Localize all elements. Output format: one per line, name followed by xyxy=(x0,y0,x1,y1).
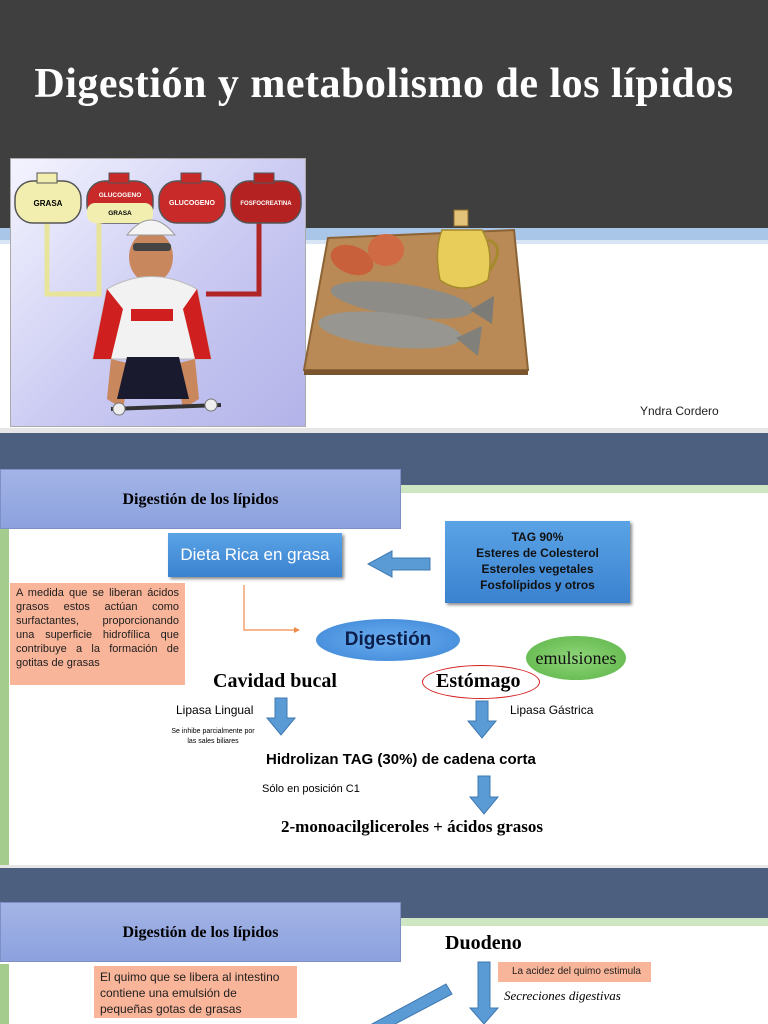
slide-title: Digestión y metabolismo de los lípidos G… xyxy=(0,0,768,428)
slide-separator xyxy=(0,428,768,433)
left-arrow xyxy=(366,550,431,578)
hydrolysis-text: Hidrolizan TAG (30%) de cadena corta xyxy=(266,751,536,768)
flow-arrows xyxy=(243,550,500,815)
tank-grasa: GRASA xyxy=(14,172,82,224)
gastric-lipase-label: Lipasa Gástrica xyxy=(510,703,594,717)
fish-and-oil-image xyxy=(302,200,530,375)
down-arrow-result xyxy=(468,775,500,815)
cyclist-energy-tanks-image: GRASA GLUCOGENO GRASA GLUCOGENO FOSFOCRE… xyxy=(10,158,306,427)
oral-cavity-label: Cavidad bucal xyxy=(213,670,337,692)
author-name: Yndra Cordero xyxy=(640,404,719,418)
svg-text:GRASA: GRASA xyxy=(108,210,132,217)
green-accent-line xyxy=(400,918,768,926)
duodenum-label: Duodeno xyxy=(445,932,522,954)
green-side-bar xyxy=(0,964,9,1024)
down-arrow-gastric xyxy=(466,700,498,739)
stomach-label: Estómago xyxy=(436,670,521,692)
slide-digestion: Digestión de los lípidos Dieta Rica en g… xyxy=(0,433,768,865)
tag-line: TAG 90% xyxy=(511,530,564,544)
lingual-lipase-label: Lipasa Lingual xyxy=(176,703,254,717)
acidity-note: La acidez del quimo estimula xyxy=(498,962,651,982)
green-side-bar xyxy=(0,529,9,865)
flow-arrows xyxy=(371,961,500,1024)
tank-fosfocreatina: FOSFOCREATINA xyxy=(230,172,302,224)
slide-title: Digestión de los lípidos xyxy=(0,902,401,962)
surfactant-note: A medida que se liberan ácidos grasos es… xyxy=(10,583,185,685)
tag-line: Fosfolípidos y otros xyxy=(480,578,595,592)
cyclist-figure xyxy=(92,219,222,416)
orange-connector-arrow xyxy=(243,585,300,633)
green-accent-line xyxy=(400,485,768,493)
chyme-note: El quimo que se libera al intestino cont… xyxy=(94,966,297,1018)
svg-text:GRASA: GRASA xyxy=(34,199,63,208)
lipid-composition-box: TAG 90% Esteres de Colesterol Esteroles … xyxy=(445,521,630,603)
products-text: 2-monoacilgliceroles + ácidos grasos xyxy=(281,817,543,836)
tank-glucogeno: GLUCOGENO xyxy=(158,172,226,224)
emulsions-oval: emulsiones xyxy=(526,636,626,680)
tag-line: Esteres de Colesterol xyxy=(476,546,599,560)
position-note: Sólo en posición C1 xyxy=(262,783,360,795)
digestion-oval: Digestión xyxy=(316,619,460,661)
diagonal-arrow xyxy=(371,983,453,1024)
stomach-highlight-ring xyxy=(422,665,540,699)
slide-separator xyxy=(0,865,768,868)
presentation-title: Digestión y metabolismo de los lípidos xyxy=(34,61,734,107)
down-arrow-duodenum xyxy=(468,961,500,1024)
down-arrow-lingual xyxy=(265,697,297,736)
diet-box: Dieta Rica en grasa xyxy=(168,533,342,577)
tank-glucogeno-grasa: GLUCOGENO GRASA xyxy=(86,172,154,224)
tag-line: Esteroles vegetales xyxy=(481,562,594,576)
secretions-label: Secreciones digestivas xyxy=(504,988,621,1003)
slide-digestion-duodenum: Digestión de los lípidos Duodeno La acid… xyxy=(0,868,768,1024)
slide-title: Digestión de los lípidos xyxy=(0,469,401,529)
inhibition-note: Se inhibe parcialmente por las sales bil… xyxy=(171,728,255,745)
svg-text:GLUCOGENO: GLUCOGENO xyxy=(169,200,215,207)
svg-text:GLUCOGENO: GLUCOGENO xyxy=(99,192,142,199)
svg-text:FOSFOCREATINA: FOSFOCREATINA xyxy=(240,201,292,207)
